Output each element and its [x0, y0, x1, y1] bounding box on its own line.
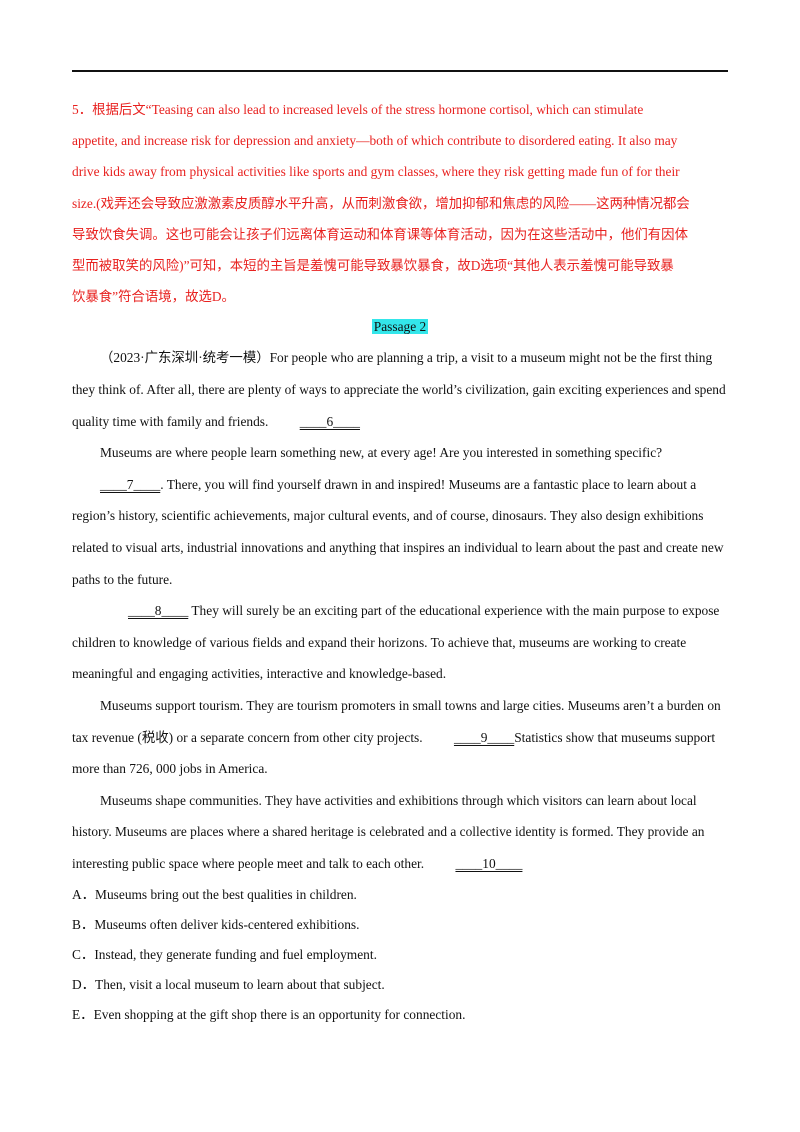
document-page: 5．根据后文“Teasing can also lead to increase… — [72, 94, 728, 1030]
explanation-line: 导致饮食失调。这也可能会让孩子们远离体育运动和体育课等体育活动，因为在这些活动中… — [72, 226, 688, 242]
option-d: D．Then, visit a local museum to learn ab… — [72, 976, 385, 992]
passage-title-row: Passage 2 — [72, 312, 728, 342]
paragraph-text: Statistics show that museums support mor… — [72, 729, 716, 777]
blank-10: ____10____ — [455, 855, 523, 871]
answer-explanation: 5．根据后文“Teasing can also lead to increase… — [72, 94, 728, 312]
explanation-line: 5．根据后文“Teasing can also lead to increase… — [72, 102, 644, 117]
option-a: A．Museums bring out the best qualities i… — [72, 886, 357, 902]
paragraph-2: Museums are where people learn something… — [72, 437, 728, 595]
option-c: C．Instead, they generate funding and fue… — [72, 946, 377, 962]
paragraph-text: . There, you will find yourself drawn in… — [72, 476, 724, 587]
option-b: B．Museums often deliver kids-centered ex… — [72, 916, 360, 932]
option-e: E．Even shopping at the gift shop there i… — [72, 1006, 466, 1022]
blank-9: ____9____ — [453, 729, 515, 745]
blank-6: ____6____ — [299, 413, 360, 429]
explanation-line: appetite, and increase risk for depressi… — [72, 133, 678, 149]
blank-7: ____7____ — [100, 476, 161, 492]
paragraph-5: Museums shape communities. They have act… — [72, 785, 728, 880]
explanation-line: 型而被取笑的风险)”可知，本短的主旨是羞愧可能导致暴饮暴食，故D选项“其他人表示… — [72, 258, 674, 274]
paragraph-1: （2023·广东深圳·统考一模）For people who are plann… — [72, 342, 728, 437]
explanation-line: 饮暴食”符合语境，故选D。 — [72, 289, 235, 305]
paragraph-3: ____8____ They will surely be an excitin… — [72, 595, 728, 690]
paragraph-text: Museums shape communities. They have act… — [72, 792, 705, 871]
paragraph-text: Museums are where people learn something… — [100, 445, 663, 461]
paragraph-text: They will surely be an exciting part of … — [72, 603, 720, 682]
passage-title: Passage 2 — [371, 319, 429, 335]
answer-options: A．Museums bring out the best qualities i… — [72, 880, 728, 1030]
paragraph-text: （2023·广东深圳·统考一模）For people who are plann… — [72, 350, 726, 429]
paragraph-text: Museums support tourism. They are touris… — [72, 697, 721, 745]
paragraph-4: Museums support tourism. They are touris… — [72, 690, 728, 785]
explanation-line: size.(戏弄还会导致应激激素皮质醇水平升高，从而刺激食欲，增加抑郁和焦虑的风… — [72, 195, 690, 211]
blank-8: ____8____ — [128, 603, 189, 619]
header-rule — [72, 70, 728, 72]
explanation-line: drive kids away from physical activities… — [72, 164, 680, 180]
